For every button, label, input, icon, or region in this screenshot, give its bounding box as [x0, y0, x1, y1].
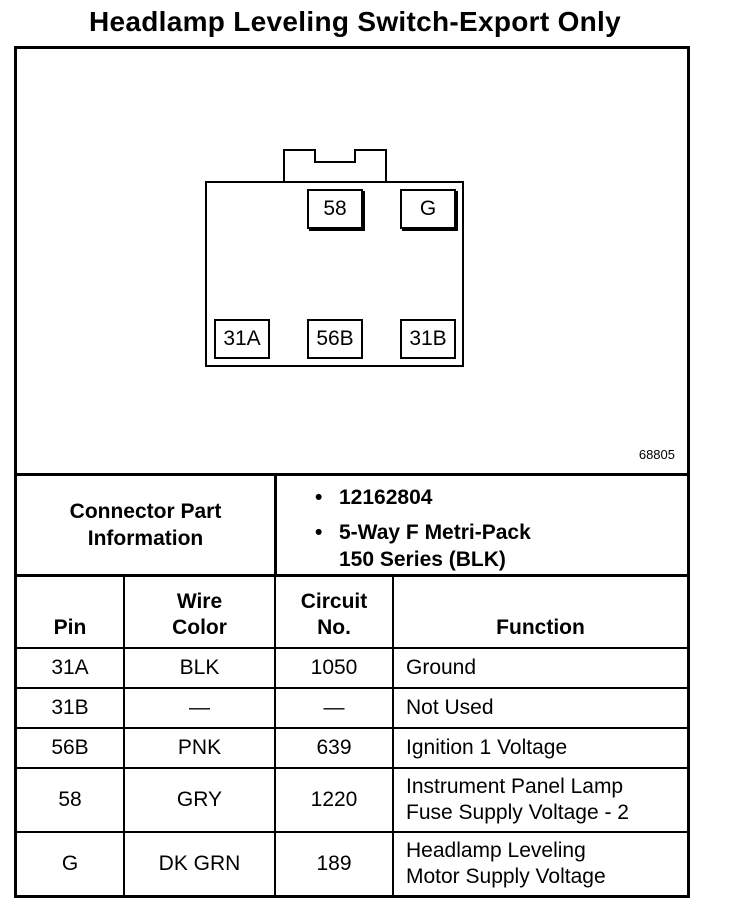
page-title: Headlamp Leveling Switch-Export Only [88, 6, 621, 37]
cell-function: Instrument Panel Lamp Fuse Supply Voltag… [392, 767, 687, 833]
cell-function: Not Used [392, 687, 687, 729]
cell-circuit: 1050 [274, 647, 394, 689]
table-row: 31B — — Not Used [17, 687, 687, 729]
header-circuit-no: Circuit No. [274, 577, 394, 649]
part-number-item: • 12162804 [315, 484, 531, 511]
bullet-icon: • [315, 486, 323, 509]
cell-function: Headlamp Leveling Motor Supply Voltage [392, 831, 687, 895]
part-description-line1: 5-Way F Metri-Pack [339, 521, 531, 544]
pin-cavity-31b: 31B [400, 319, 456, 359]
cell-pin: 56B [17, 727, 125, 769]
cell-pin: 58 [17, 767, 125, 833]
part-info-label-line1: Connector Part [69, 500, 222, 523]
cell-function: Ignition 1 Voltage [392, 727, 687, 769]
pin-cavity-31a: 31A [214, 319, 270, 359]
pin-table: Pin Wire Color Circuit No. Function 31A … [17, 577, 687, 895]
cell-circuit: 639 [274, 727, 394, 769]
table-row: 56B PNK 639 Ignition 1 Voltage [17, 727, 687, 769]
part-info-label: Connector Part Information [17, 476, 277, 574]
cell-wire-color: PNK [123, 727, 276, 769]
part-description-line2: 150 Series (BLK) [339, 548, 506, 571]
cell-pin: G [17, 831, 125, 895]
part-number: 12162804 [339, 486, 433, 509]
pin-cavity-g: G [400, 189, 456, 229]
cell-wire-color: BLK [123, 647, 276, 689]
cell-wire-color: DK GRN [123, 831, 276, 895]
part-info-label-line2: Information [87, 527, 204, 550]
cell-pin: 31B [17, 687, 125, 729]
header-function: Function [392, 577, 687, 649]
connector-diagram: 58 G 31A 56B 31B 68805 [17, 49, 687, 476]
pin-table-header: Pin Wire Color Circuit No. Function [17, 577, 687, 649]
cell-circuit: 1220 [274, 767, 394, 833]
table-row: G DK GRN 189 Headlamp Leveling Motor Sup… [17, 831, 687, 895]
part-description-item: • 5-Way F Metri-Pack 150 Series (BLK) [315, 519, 531, 573]
table-row: 31A BLK 1050 Ground [17, 647, 687, 689]
cell-circuit: 189 [274, 831, 394, 895]
part-info-details: • 12162804 • 5-Way F Metri-Pack 150 Seri… [315, 484, 531, 573]
figure-number: 68805 [638, 447, 675, 462]
table-row: 58 GRY 1220 Instrument Panel Lamp Fuse S… [17, 767, 687, 833]
cell-function: Ground [392, 647, 687, 689]
cell-pin: 31A [17, 647, 125, 689]
connector-info-panel: 58 G 31A 56B 31B 68805 Connector Part In… [14, 46, 690, 898]
cell-circuit: — [274, 687, 394, 729]
pin-cavity-58: 58 [307, 189, 363, 229]
pin-cavity-56b: 56B [307, 319, 363, 359]
connector-part-info: Connector Part Information • 12162804 • … [17, 476, 687, 577]
cell-wire-color: — [123, 687, 276, 729]
cell-wire-color: GRY [123, 767, 276, 833]
header-wire-color: Wire Color [123, 577, 276, 649]
connector-latch-notch [314, 149, 356, 163]
header-pin: Pin [17, 577, 125, 649]
bullet-icon: • [315, 521, 323, 544]
